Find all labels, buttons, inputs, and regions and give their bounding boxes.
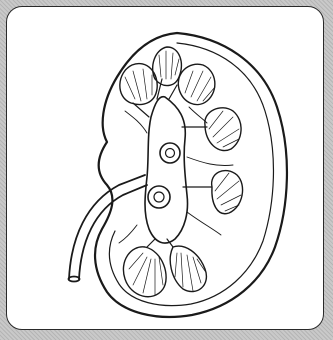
renal-pelvis bbox=[145, 97, 188, 243]
pyramid-right-lower bbox=[212, 171, 243, 214]
ureter-opening bbox=[69, 277, 80, 282]
pyramid-top-left bbox=[120, 64, 157, 105]
renal-columns bbox=[119, 107, 233, 243]
pyramid-striations bbox=[125, 51, 241, 295]
renal-vessel-upper bbox=[160, 143, 180, 163]
renal-vessel-upper-inner bbox=[166, 149, 175, 158]
renal-vessel-lower bbox=[148, 186, 170, 208]
pyramid-bottom-left bbox=[123, 247, 166, 297]
pyramid-right-upper bbox=[205, 108, 241, 151]
cortex-line bbox=[109, 43, 273, 306]
kidney-diagram bbox=[7, 7, 324, 330]
illustration-card bbox=[6, 6, 324, 330]
renal-vessel-lower-inner bbox=[154, 192, 164, 202]
